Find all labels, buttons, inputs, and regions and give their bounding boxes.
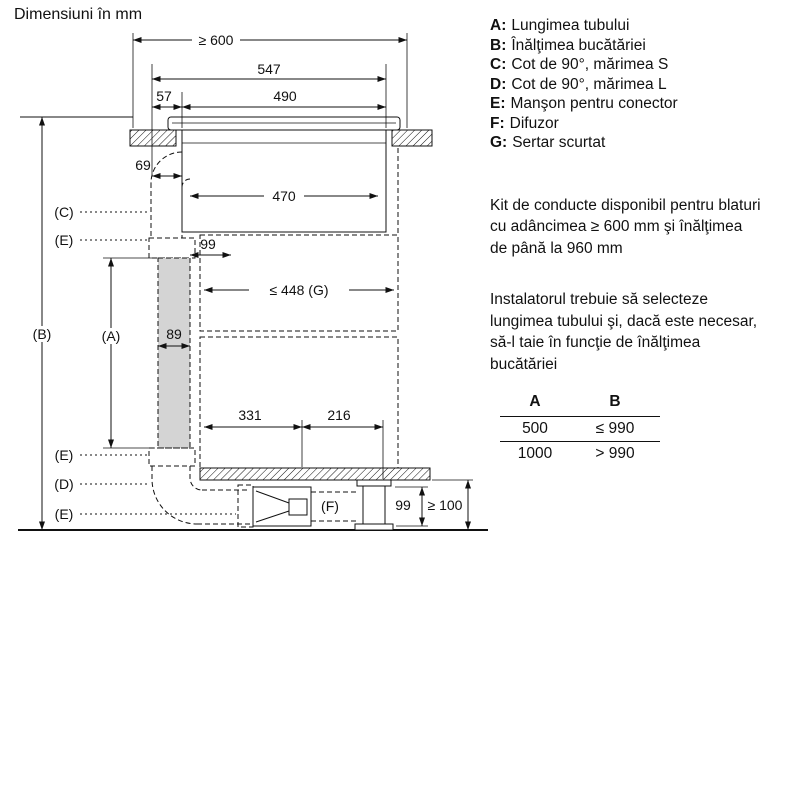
countertop-right: [391, 129, 433, 147]
elbow-s-outer: [150, 151, 183, 184]
legend-item: F:Difuzor: [490, 114, 790, 134]
dim-69-label: 69: [135, 157, 151, 173]
legend-item: E:Manşon pentru conector: [490, 94, 790, 114]
elbow-l-outer: [151, 466, 198, 525]
hob-body: [181, 129, 387, 233]
legend-text: Lungimea tubului: [511, 17, 630, 34]
connector-sleeve-bottom: [237, 484, 254, 528]
legend-key: A:: [490, 17, 507, 34]
drawer-zone-g: [199, 234, 399, 332]
dim-89-label: 89: [166, 326, 182, 342]
cabinet-lower-zone: [199, 336, 399, 469]
label-e1: (E): [55, 232, 74, 248]
legend-text: Cot de 90°, mărimea S: [511, 56, 669, 73]
countertop-left: [129, 129, 177, 147]
legend-key: E:: [490, 95, 506, 112]
label-f: (F): [321, 498, 339, 514]
dim-490-label: 490: [273, 88, 297, 104]
dim-99-top-label: 99: [200, 236, 216, 252]
table-cell-b: > 990: [595, 445, 635, 462]
table-cell-b: ≤ 990: [570, 416, 660, 442]
label-e3: (E): [55, 506, 74, 522]
cabinet-bottom-panel: [199, 467, 431, 481]
dim-100-label: ≥ 100: [428, 497, 463, 513]
legend-key: G:: [490, 134, 508, 151]
connector-sleeve-top: [148, 237, 196, 259]
legend-key: C:: [490, 56, 507, 73]
table-row: 500 ≤ 990: [500, 416, 660, 442]
installation-diagram: ≥ 600 547 57 490 69 470 99 ≤ 448 (G) 89 …: [0, 0, 490, 545]
elbow-l-inner: [189, 466, 203, 491]
table-cell-a: 500: [500, 416, 570, 442]
label-b: (B): [33, 326, 52, 342]
table-header-b: B: [570, 391, 660, 417]
diffuser-nozzle: [288, 498, 308, 516]
legend-text: Cot de 90°, mărimea L: [511, 75, 667, 93]
dim-216-label: 216: [327, 407, 351, 423]
legend-key: B:: [490, 36, 507, 54]
hob-top-frame: [167, 116, 401, 131]
label-a: (A): [102, 328, 121, 344]
label-d: (D): [54, 476, 73, 492]
pedestal-column: [362, 485, 386, 525]
dim-600-label: ≥ 600: [199, 32, 234, 48]
label-c: (C): [54, 204, 73, 220]
label-e2: (E): [55, 447, 74, 463]
duct-tube-a: [157, 257, 191, 449]
dim-331-label: 331: [238, 407, 262, 423]
connector-sleeve-mid: [148, 447, 196, 467]
legend-text: Sertar scurtat: [512, 134, 606, 151]
legend-key: D:: [490, 75, 507, 93]
legend-item: G:Sertar scurtat: [490, 133, 790, 153]
diagram-canvas: ≥ 600 547 57 490 69 470 99 ≤ 448 (G) 89 …: [18, 32, 488, 531]
legend-text: Difuzor: [509, 114, 559, 132]
page-title: Dimensiuni în mm: [14, 6, 143, 23]
diffuser-vane-bottom: [255, 510, 290, 523]
dim-547-label: 547: [257, 61, 281, 77]
pedestal-base: [354, 523, 394, 531]
dim-470-label: 470: [272, 188, 296, 204]
dim-448-label: ≤ 448 (G): [269, 282, 328, 298]
legend-list: A:Lungimea tubului B:Înălţimea bucătărie…: [490, 16, 790, 153]
legend-item: C:Cot de 90°, mărimea S: [490, 55, 790, 75]
note-duct-kit: Kit de conducte disponibil pentru blatur…: [490, 196, 761, 257]
note-installer: Instalatorul trebuie să selecteze lungim…: [490, 291, 758, 373]
legend-text: Manşon pentru conector: [510, 95, 678, 112]
legend-item: B:Înălţimea bucătăriei: [490, 36, 790, 56]
tube-length-table: A B 500 ≤ 990 1000 > 990: [500, 391, 660, 466]
legend-item: D:Cot de 90°, mărimea L: [490, 75, 790, 95]
table-header-a: A: [500, 391, 570, 417]
legend-text: Înălţimea bucătăriei: [511, 36, 646, 54]
legend-item: A:Lungimea tubului: [490, 16, 790, 36]
dim-99-bottom-label: 99: [395, 497, 411, 513]
table-row: 1000 > 990: [500, 442, 660, 467]
elbow-s-inner: [181, 178, 191, 188]
table-cell-a: 1000: [517, 445, 553, 462]
diffuser-vane-top: [255, 490, 290, 504]
info-column: A:Lungimea tubului B:Înălţimea bucătărie…: [490, 16, 790, 466]
legend-key: F:: [490, 114, 505, 132]
pedestal-flange: [356, 479, 392, 487]
dim-57-label: 57: [156, 88, 172, 104]
